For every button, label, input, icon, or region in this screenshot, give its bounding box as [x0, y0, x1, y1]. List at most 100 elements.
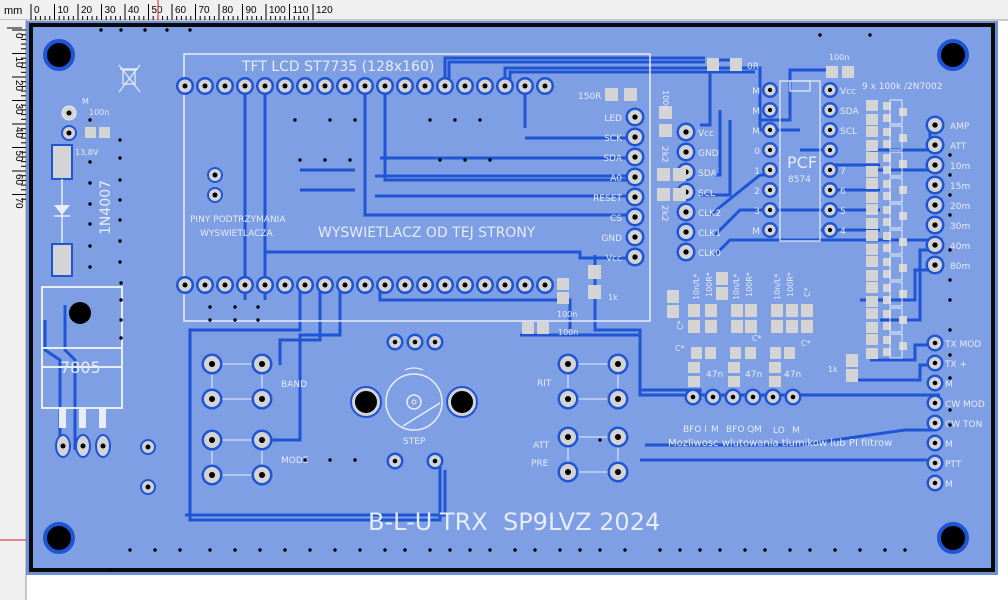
power-section: M 100n 13,8V 1N4007	[51, 64, 141, 277]
via	[448, 548, 452, 552]
mosfet-array: 9 x 100k /2N7002	[862, 82, 942, 359]
pcf-pin-label: M	[752, 87, 760, 97]
lcd-spi-pin-label: RESET	[593, 194, 622, 204]
via	[948, 298, 952, 302]
svg-text:100n: 100n	[89, 108, 109, 117]
mounting-hole	[43, 522, 75, 554]
ruler-tick-label: 10	[13, 57, 24, 69]
ruler-tick-label: 0	[13, 33, 24, 39]
si5351-pin-label: Vcc	[698, 129, 714, 139]
pcf-cap-label: 100n	[829, 53, 849, 62]
via	[208, 305, 212, 309]
via	[818, 33, 822, 37]
via	[88, 265, 92, 269]
support-pins-label-1: PINY PODTRZYMANIA	[190, 215, 286, 225]
via	[488, 548, 492, 552]
via	[948, 213, 952, 217]
lcd-spi-pin-label: SDA	[603, 154, 622, 164]
pcb-board[interactable]	[26, 21, 998, 575]
smd-pad	[624, 88, 637, 101]
switches[interactable]	[201, 353, 629, 486]
via	[119, 318, 123, 322]
pcf-pin-label: Vcc	[840, 87, 856, 97]
si5351-pin-label: SDA	[698, 169, 717, 179]
via	[153, 548, 157, 552]
svg-text:100R*: 100R*	[786, 272, 795, 297]
step-encoder[interactable]: STEP	[350, 333, 478, 470]
via	[428, 118, 432, 122]
lcd-spi-pin-label: SCK	[604, 134, 623, 144]
switch-0[interactable]	[201, 353, 273, 410]
via	[763, 548, 767, 552]
via	[463, 158, 467, 162]
via	[948, 173, 952, 177]
svg-text:BFO Q: BFO Q	[726, 425, 754, 435]
switch-3[interactable]	[557, 426, 629, 483]
ruler-tick-label: 40	[128, 5, 140, 16]
lcd-spi-pin-label: LED	[604, 114, 622, 124]
io-pin-label: M	[945, 440, 953, 450]
pcf-pin-label: 7	[840, 167, 846, 177]
svg-text:LO: LO	[773, 426, 785, 436]
via	[233, 305, 237, 309]
via	[948, 248, 952, 252]
io-pin-label: PTT	[945, 460, 962, 470]
lcd-label: TFT LCD ST7735 (128x160)	[241, 59, 434, 75]
rit-label: RIT	[537, 379, 552, 389]
pcf-pin-label: SDA	[840, 107, 859, 117]
io-pin-label: TX +	[944, 360, 967, 370]
svg-text:47n: 47n	[706, 370, 723, 380]
via	[108, 568, 112, 572]
via	[233, 318, 237, 322]
switch-1[interactable]	[201, 429, 273, 486]
support-pins-label-2: WYSWIETLACZA	[200, 229, 274, 239]
svg-text:10n/L*: 10n/L*	[692, 274, 701, 300]
via	[118, 156, 122, 160]
lcd-top-header	[176, 77, 554, 95]
via	[658, 548, 662, 552]
lcd-spi-pin-label: GND	[601, 234, 622, 244]
via	[188, 28, 192, 32]
pcf-part: 8574	[788, 175, 811, 185]
ruler-tick-label: 50	[13, 151, 24, 163]
lcd-spi-pin-label: Vcc	[606, 254, 622, 264]
via	[348, 158, 352, 162]
ruler-tick-label: 30	[13, 104, 24, 116]
via	[333, 548, 337, 552]
zero-ohm-jumper: 0R	[707, 58, 759, 72]
via	[383, 548, 387, 552]
via	[303, 458, 307, 462]
via	[868, 33, 872, 37]
via	[883, 548, 887, 552]
via	[298, 158, 302, 162]
switch-2[interactable]	[557, 353, 629, 410]
io-pin-label: M	[945, 380, 953, 390]
ruler-tick-label: 40	[13, 127, 24, 139]
via	[858, 548, 862, 552]
ruler-tick-label: 70	[13, 198, 24, 210]
lcd-spi-pin-label: A0	[610, 174, 622, 184]
ruler-tick-label: 90	[246, 5, 258, 16]
via	[88, 118, 92, 122]
via	[178, 548, 182, 552]
lcd-module[interactable]: TFT LCD ST7735 (128x160) WYSWIETLACZ OD …	[176, 53, 651, 322]
via	[358, 548, 362, 552]
via	[165, 28, 169, 32]
ruler-tick-label: 20	[13, 80, 24, 92]
ruler-tick-label: 30	[105, 5, 117, 16]
via	[328, 118, 332, 122]
io-pin-label: M	[945, 480, 953, 490]
via	[328, 458, 332, 462]
svg-text:47n: 47n	[784, 370, 801, 380]
smd-pad	[605, 88, 618, 101]
via	[948, 423, 952, 427]
via	[256, 305, 260, 309]
